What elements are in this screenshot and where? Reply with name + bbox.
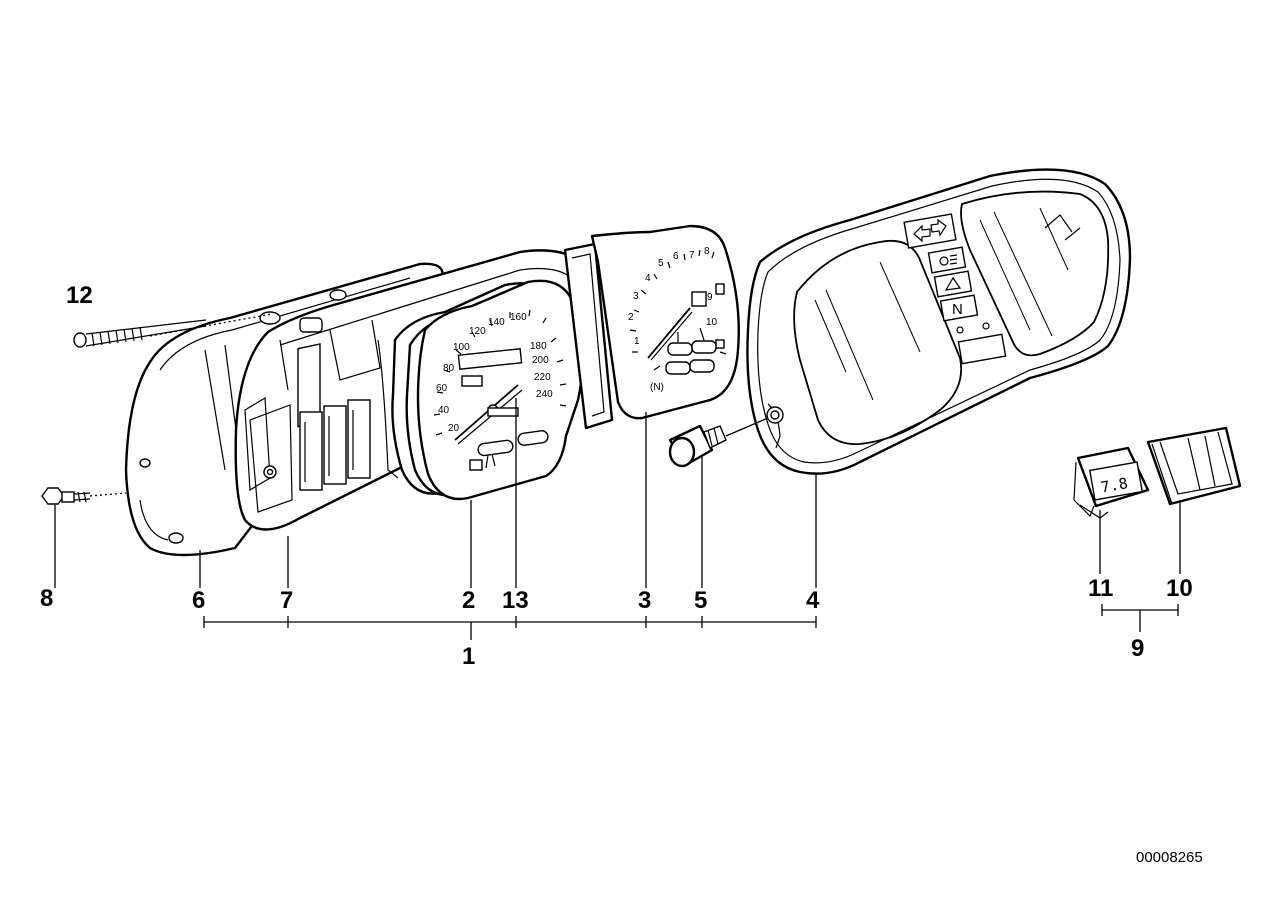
reference-number: 00008265	[1136, 849, 1203, 866]
bolt-part-8	[41, 487, 127, 505]
svg-text:2: 2	[628, 312, 634, 323]
svg-text:8: 8	[704, 246, 710, 257]
lens-glare-right	[979, 207, 1069, 337]
svg-text:40: 40	[438, 405, 450, 416]
callout-4: 4	[806, 587, 820, 614]
callout-2: 2	[462, 587, 475, 614]
tachometer-ticks	[629, 249, 715, 353]
svg-text:160: 160	[510, 312, 527, 323]
svg-text:100: 100	[453, 342, 470, 353]
callout-8: 8	[40, 585, 53, 612]
svg-text:180: 180	[530, 341, 547, 352]
svg-text:240: 240	[536, 389, 553, 400]
svg-text:140: 140	[488, 317, 505, 328]
svg-text:1: 1	[634, 336, 640, 347]
callout-12: 12	[66, 282, 93, 309]
leader-lines	[54, 398, 1181, 640]
speedometer-scale-labels: 20 40 60 80 100 120 140 160 180 200 220 …	[436, 312, 553, 434]
svg-text:3: 3	[633, 291, 639, 302]
callout-9: 9	[1131, 635, 1144, 662]
callout-13: 13	[502, 587, 529, 614]
speedometer-ticks	[433, 309, 567, 436]
gear-display-readout: 7.8	[1099, 474, 1129, 496]
callout-11: 11	[1088, 575, 1113, 602]
callout-numbers: 12 8 6 7 2 13 3 5 4 1 11 10 9	[40, 282, 1193, 670]
trip-reset-knob-part-5	[668, 417, 769, 468]
callout-3: 3	[638, 587, 651, 614]
svg-text:6: 6	[673, 251, 679, 262]
callout-1: 1	[462, 643, 475, 670]
callout-5: 5	[694, 587, 707, 614]
front-cover-part-4: N	[746, 168, 1132, 475]
svg-text:9: 9	[707, 292, 713, 303]
gear-display-module-part-11: 7.8	[1073, 446, 1150, 519]
svg-text:7: 7	[689, 250, 695, 261]
lens-glare-left	[814, 261, 921, 401]
indicator-panel: N	[903, 213, 1007, 365]
tachometer-part-3: 1 2 3 4 5 6 7 8 9 10 (N)	[563, 224, 740, 430]
svg-text:(N): (N)	[650, 382, 664, 393]
svg-text:80: 80	[443, 363, 455, 374]
svg-text:120: 120	[469, 326, 486, 337]
svg-text:20: 20	[448, 423, 460, 434]
callout-10: 10	[1166, 575, 1193, 602]
svg-text:5: 5	[658, 258, 664, 269]
neutral-indicator-symbol: N	[952, 301, 963, 318]
tachometer-scale-labels: 1 2 3 4 5 6 7 8 9 10	[628, 246, 718, 347]
screw-part-12	[73, 313, 273, 348]
svg-text:10: 10	[706, 317, 718, 328]
speedometer-part-2: 20 40 60 80 100 120 140 160 180 200 220 …	[377, 279, 584, 501]
svg-text:60: 60	[436, 383, 448, 394]
callout-6: 6	[192, 587, 205, 614]
callout-7: 7	[280, 587, 293, 614]
svg-text:220: 220	[534, 372, 551, 383]
svg-text:200: 200	[532, 355, 549, 366]
svg-text:4: 4	[645, 273, 651, 284]
display-cover-part-10	[1146, 426, 1242, 506]
